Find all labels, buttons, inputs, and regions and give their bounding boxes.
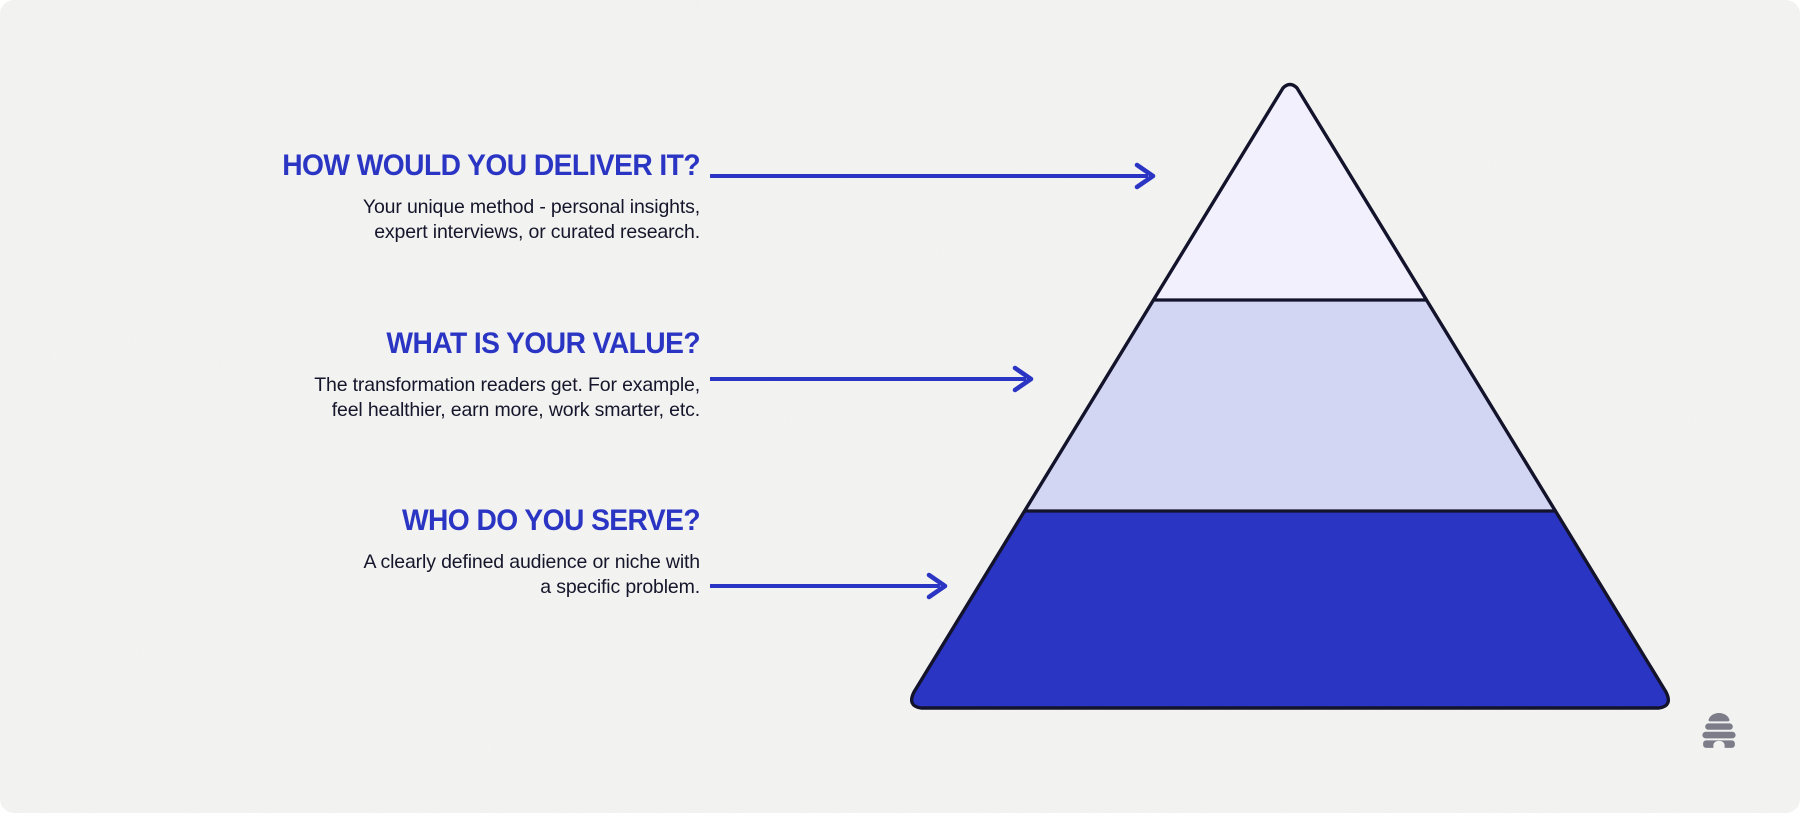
body-deliver-line-2: expert interviews, or curated research. xyxy=(374,221,700,244)
body-value-line-1: The transformation readers get. For exam… xyxy=(314,373,700,396)
body-value-line-2: feel healthier, earn more, work smarter,… xyxy=(331,399,700,422)
pyramid-tier-bottom xyxy=(911,511,1669,708)
pyramid-tiers xyxy=(911,84,1669,708)
body-serve: A clearly defined audience or niche with… xyxy=(140,550,700,601)
text-block-deliver: HOW WOULD YOU DELIVER IT? Your unique me… xyxy=(140,150,700,245)
pyramid-tier-top xyxy=(911,84,1669,300)
pyramid-diagram xyxy=(880,60,1700,750)
body-serve-line-1: A clearly defined audience or niche with xyxy=(363,550,700,573)
heading-value: WHAT IS YOUR VALUE? xyxy=(386,327,700,360)
text-block-serve: WHO DO YOU SERVE? A clearly defined audi… xyxy=(140,505,700,600)
heading-serve: WHO DO YOU SERVE? xyxy=(401,504,701,537)
body-deliver: Your unique method - personal insights, … xyxy=(140,195,700,246)
body-serve-line-2: a specific problem. xyxy=(540,576,700,599)
heading-deliver: HOW WOULD YOU DELIVER IT? xyxy=(282,149,700,182)
body-value: The transformation readers get. For exam… xyxy=(140,373,700,424)
pyramid-outline xyxy=(910,82,1670,710)
body-deliver-line-1: Your unique method - personal insights, xyxy=(362,195,700,218)
pyramid-tier-middle xyxy=(911,300,1669,511)
beehiiv-logo xyxy=(1697,708,1741,752)
text-block-value: WHAT IS YOUR VALUE? The transformation r… xyxy=(140,328,700,423)
beehive-icon xyxy=(1702,713,1736,748)
